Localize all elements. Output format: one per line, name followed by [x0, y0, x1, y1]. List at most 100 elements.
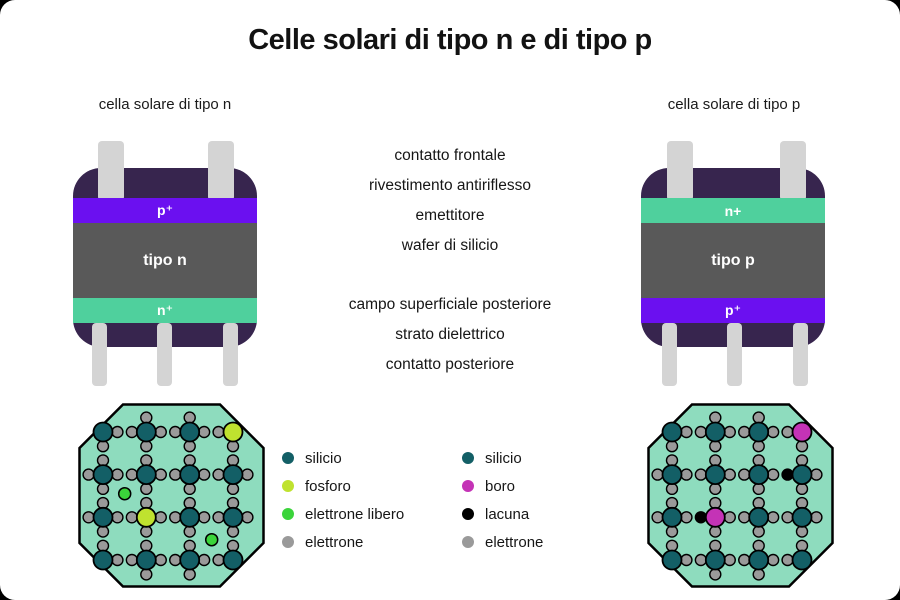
silicio-atom [222, 506, 244, 528]
subtitle-cell-p: cella solare di tipo p [667, 96, 801, 113]
electron [680, 553, 693, 567]
bsf-band-n: n⁺ [73, 298, 257, 323]
rear-contact-finger [727, 323, 742, 386]
electron [169, 468, 182, 481]
electron [680, 511, 693, 524]
electron [709, 411, 722, 424]
elettrone-libero-dot-icon [282, 508, 294, 520]
silicio-atom [92, 549, 114, 571]
silicio-atom [791, 464, 813, 485]
silicio-atom [748, 421, 770, 443]
electron [694, 553, 708, 567]
lattice-n-silicon-phosphorus [78, 403, 265, 588]
page-title: Celle solari di tipo n e di tipo p [248, 24, 652, 56]
electron [212, 511, 225, 524]
electron [738, 511, 751, 524]
fosforo-dot-icon [282, 480, 294, 492]
free-electron [117, 486, 132, 501]
legend-label: fosforo [305, 477, 351, 495]
electron [766, 553, 780, 567]
legend-label: elettrone [485, 533, 544, 551]
electron [709, 568, 722, 581]
electron [781, 553, 794, 567]
electron [766, 511, 780, 524]
silicio-atom [135, 549, 157, 571]
silicio-atom [179, 421, 201, 443]
bsf-band-p: p⁺ [641, 298, 825, 323]
electron [723, 468, 736, 481]
silicio-atom [704, 421, 726, 443]
wafer-label-n: tipo n [143, 251, 187, 269]
rear-contact-finger [157, 323, 172, 386]
silicio-atom [791, 506, 813, 528]
boro-dot-icon [462, 480, 474, 492]
electron [766, 468, 780, 481]
boro-atom [704, 506, 726, 528]
legend-row-elettrone: elettrone [462, 528, 543, 556]
electron [212, 468, 225, 481]
legend-label: boro [485, 477, 516, 495]
silicio-atom [748, 506, 770, 528]
electron [738, 553, 751, 567]
layer-label: strato dielettrico [395, 326, 505, 343]
silicio-atom [135, 464, 157, 485]
electron [197, 511, 211, 524]
electron [694, 425, 708, 439]
electron [125, 511, 139, 524]
electron [183, 411, 196, 424]
legend-row-fosforo: fosforo [282, 472, 404, 500]
silicio-atom [222, 464, 244, 485]
electron [738, 425, 751, 439]
electron [154, 425, 167, 439]
subtitle-cell-n: cella solare di tipo n [98, 96, 232, 113]
silicio-dot-icon [282, 452, 294, 464]
electron [169, 553, 182, 567]
silicio-atom [661, 464, 683, 485]
electron [82, 511, 95, 524]
legend-label: elettrone libero [305, 505, 405, 523]
electron [183, 568, 196, 581]
silicio-atom [92, 506, 114, 528]
electron [810, 468, 823, 481]
silicio-atom [92, 421, 114, 443]
silicio-atom [791, 549, 813, 571]
legend-row-boro: boro [462, 472, 543, 500]
electron [82, 468, 95, 481]
electron [241, 468, 254, 481]
electron [723, 511, 736, 524]
lattice-p-silicon-boron [647, 403, 834, 588]
legend-row-lacuna: lacuna [462, 500, 543, 528]
electron [111, 468, 124, 481]
electron [197, 425, 211, 439]
electron [752, 411, 765, 424]
electron [752, 568, 765, 581]
fosforo-atom [222, 421, 244, 443]
legend-row-silicio: silicio [462, 444, 543, 472]
electron [169, 425, 182, 439]
electron [781, 425, 794, 439]
lacuna-hole [694, 511, 708, 524]
silicio-atom [661, 421, 683, 443]
silicio-dot-icon [462, 452, 474, 464]
electron [140, 568, 153, 581]
electron [241, 511, 254, 524]
legend-label: lacuna [485, 505, 530, 523]
wafer-label-p: tipo p [711, 251, 755, 269]
layer-label: contatto frontale [394, 147, 506, 164]
front-contact-finger [780, 141, 806, 201]
electron [723, 553, 736, 567]
silicio-atom [222, 549, 244, 571]
electron [694, 468, 708, 481]
layer-label: contatto posteriore [385, 356, 515, 373]
layer-label: rivestimento antiriflesso [369, 177, 531, 194]
electron [197, 553, 211, 567]
electron [212, 553, 225, 567]
electron [197, 468, 211, 481]
layer-label: wafer di silicio [401, 237, 499, 254]
electron [154, 553, 167, 567]
front-contact-finger [208, 141, 234, 201]
legend-row-elettrone: elettrone [282, 528, 404, 556]
electron [781, 511, 794, 524]
